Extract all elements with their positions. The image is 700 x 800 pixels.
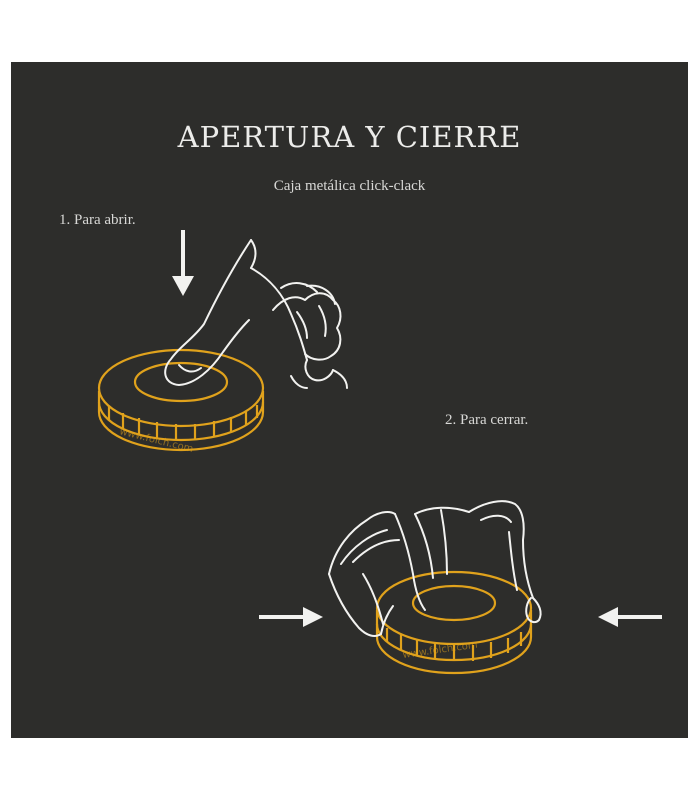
pressing-hand-icon (164, 239, 348, 389)
instruction-panel: APERTURA Y CIERRE Caja metálica click-cl… (11, 62, 688, 738)
tin-box-closed (375, 570, 533, 675)
arrow-down-icon (172, 230, 194, 296)
step-close-label: 2. Para cerrar. (445, 412, 529, 428)
page-subtitle: Caja metálica click-clack (273, 178, 426, 194)
page-title: APERTURA Y CIERRE (177, 120, 522, 154)
pinching-hand-icon (328, 500, 542, 637)
arrow-right-icon (259, 607, 323, 627)
arrow-left-icon (598, 607, 662, 627)
tin-box-open (97, 348, 265, 452)
illustration: www.folch.com (97, 230, 662, 675)
step-open-label: 1. Para abrir. (59, 212, 136, 228)
